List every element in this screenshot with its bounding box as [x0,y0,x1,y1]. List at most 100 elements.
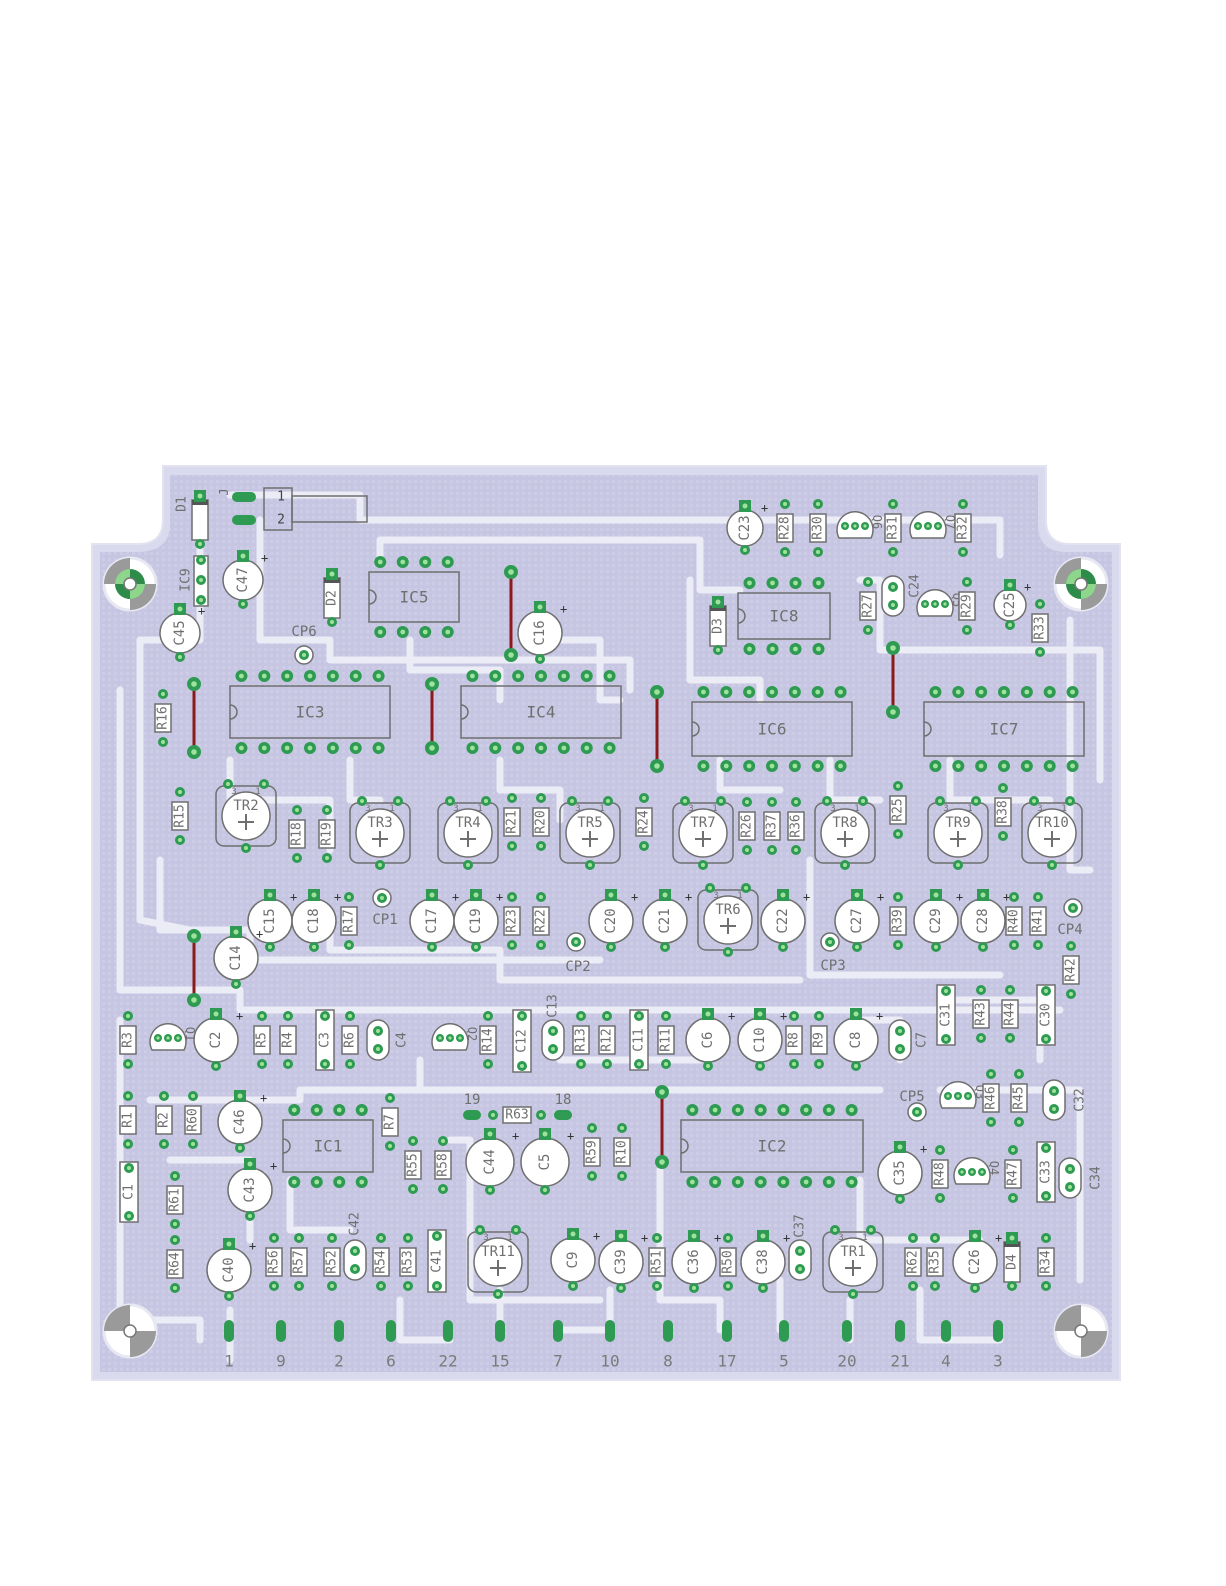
component-label: R5 [255,1032,270,1048]
pad-hole [492,745,498,751]
pad-hole [1012,943,1016,947]
component-label: R11 [659,1028,674,1051]
pad-hole [689,1179,695,1185]
component-label: Q6 [870,515,884,529]
mounting-holes [102,556,1109,1359]
pad-hole [758,1179,764,1185]
component-label: IC8 [770,607,799,626]
wire-pad: 19 [463,1092,481,1120]
pad-hole [291,1107,297,1113]
pad-hole [978,763,984,769]
pad-hole [260,1014,264,1018]
component-label: 1 [712,804,717,814]
polarity-mark: + [567,1129,574,1143]
film-capacitor: C30 [1036,984,1056,1046]
component-label: TR3 [367,815,392,831]
edge-pin: 5 [779,1320,789,1371]
pad-hole [191,749,197,755]
pad-hole [1068,799,1072,803]
pad-hole [770,580,775,586]
component-label: C34 [1089,1166,1104,1190]
pad-hole [981,945,985,949]
component-label: R36 [789,814,804,837]
electrolytic-capacitor: +C47 [222,550,268,609]
pad-hole [798,1267,802,1271]
edge-pin-label: 5 [779,1352,789,1371]
resistor: R58 [434,1136,452,1194]
pad-hole [487,1131,493,1137]
pad-hole [838,763,843,769]
pad-hole [770,646,775,652]
diode: D1 [175,490,209,549]
copper-trace [686,576,764,704]
pad-hole [156,1036,160,1040]
pad-hole [178,838,182,842]
pad-hole [896,943,900,947]
polarity-mark: + [783,1231,790,1245]
pad-hole [780,892,786,898]
pad-hole [854,1064,858,1068]
component-label: R26 [740,814,755,837]
pad-hole [659,1159,665,1165]
pad-hole [1001,834,1005,838]
component-label: R41 [1031,909,1046,932]
polarity-mark: + [334,890,341,904]
component-label: 1 [737,891,742,901]
pad-hole [701,863,705,867]
pad-hole [1071,906,1075,910]
pad-hole [898,1197,902,1201]
resistor: R44 [1001,985,1019,1043]
pad-hole [520,1064,524,1068]
diode: D3 [709,596,727,655]
component-label: C13 [546,994,561,1017]
resistor: R11 [657,1011,675,1069]
pad-hole [1044,1236,1048,1240]
pad-hole [492,673,498,679]
component-label: C17 [424,908,440,933]
pad-hole [965,628,969,632]
edge-pin: 3 [993,1320,1003,1371]
component-label: C18 [306,908,322,933]
pad-hole [348,1014,352,1018]
component-label: R10 [615,1140,630,1163]
pad-hole [897,1144,903,1150]
resistor: R1 [119,1091,137,1149]
pad-hole [792,1014,796,1018]
pad-hole [726,1284,730,1288]
component-label: C16 [532,620,548,645]
electrolytic-capacitor: +C5 [520,1128,574,1195]
component-label: C10 [752,1027,768,1052]
film-capacitor: C1 [119,1161,139,1223]
film-capacitor: C31 [936,984,956,1046]
pad-hole [961,502,965,506]
pad-hole [197,493,203,499]
pad-hole [655,1284,659,1288]
pad-hole [336,1179,342,1185]
pad-hole [863,524,867,528]
pad-hole [803,1107,809,1113]
pad-hole [826,1107,832,1113]
component-label: TR8 [832,815,857,831]
pad-hole [793,646,798,652]
pad-hole [1017,1120,1021,1124]
component-label: TR10 [1035,815,1069,831]
copper-trace [326,926,804,984]
pad-hole [891,585,895,589]
resistor: R13 [572,1011,590,1069]
pad-hole [297,1236,301,1240]
pad-hole [817,1014,821,1018]
pad-hole [1032,799,1036,803]
pad-hole [267,892,273,898]
pad-hole [743,548,747,552]
electrolytic-capacitor: +C14 [213,926,263,989]
component-label: Q1 [183,1027,197,1041]
edge-pin-label: 1 [224,1352,234,1371]
pad-hole [1044,1037,1048,1041]
edge-pin: 22 [438,1320,458,1371]
component-label: C11 [632,1028,647,1051]
ic-package: IC5 [368,556,460,638]
pad-hole [723,689,729,695]
electrolytic-capacitor: + C18 [291,889,341,952]
component-label: R27 [861,594,876,617]
pad-hole [794,800,798,804]
